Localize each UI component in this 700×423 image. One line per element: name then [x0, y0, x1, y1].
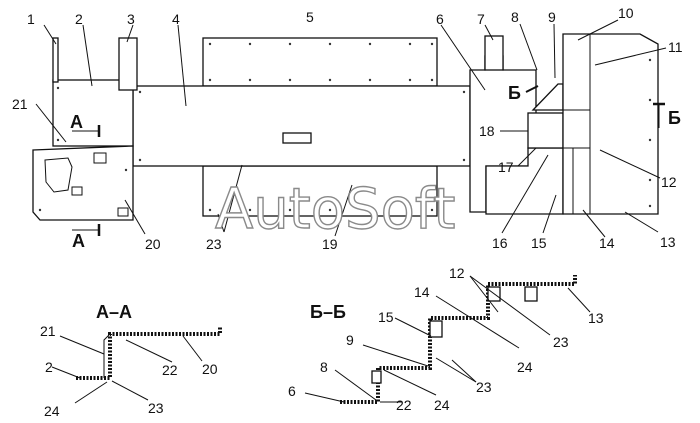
callout-16: 16 [492, 235, 508, 251]
section-bb-label-6: 6 [288, 383, 296, 399]
section-bb-bracket-3 [524, 286, 538, 302]
panel-18 [527, 112, 564, 149]
callout-23: 23 [206, 236, 222, 252]
panel-19 [202, 165, 438, 217]
section-bb-bracket-4 [371, 370, 382, 384]
panel-1 [52, 37, 59, 83]
callout-19: 19 [322, 236, 338, 252]
callout-11: 11 [668, 39, 683, 55]
section-bb-label-15: 15 [378, 309, 394, 325]
section-bb-label-9: 9 [346, 332, 354, 348]
watermark: AutoSoft [215, 177, 456, 242]
section-bb-label-12: 12 [449, 265, 465, 281]
section-bb-label-8: 8 [320, 359, 328, 375]
callout-20: 20 [145, 236, 161, 252]
section-aa-label-2: 2 [45, 359, 53, 375]
callout-18: 18 [479, 123, 495, 139]
plate-window-2 [71, 186, 83, 196]
panel-7 [484, 35, 504, 71]
rivets [38, 42, 652, 212]
callout-13: 13 [660, 234, 676, 250]
section-aa-label-24: 24 [44, 403, 60, 419]
callouts: 1 2 3 4 5 6 7 8 9 10 11 12 13 14 15 16 1… [12, 5, 683, 252]
panel-3 [118, 37, 138, 91]
section-bb-bracket-1 [429, 320, 443, 338]
callout-2: 2 [75, 11, 83, 27]
callout-9: 9 [548, 9, 556, 25]
plate-window-1 [93, 152, 107, 164]
callout-6: 6 [436, 11, 444, 27]
section-bb-label-23a: 23 [553, 334, 569, 350]
panel-13 [562, 33, 659, 215]
section-cut-a [72, 125, 101, 236]
plate-cutout [44, 157, 73, 193]
section-bb-label-23b: 23 [476, 379, 492, 395]
section-aa-inner [103, 333, 111, 378]
callout-3: 3 [127, 11, 135, 27]
panel-4 [132, 85, 471, 167]
callout-10: 10 [618, 5, 634, 21]
panel-20 [32, 145, 134, 221]
section-aa: А–А 21 2 22 20 24 23 [40, 302, 222, 419]
section-bb-title: Б–Б [310, 302, 346, 322]
callout-12: 12 [661, 174, 677, 190]
center-hatch [282, 132, 312, 144]
section-bb-profile [340, 275, 577, 404]
section-aa-label-20: 20 [202, 361, 218, 377]
callout-7: 7 [477, 11, 485, 27]
section-mark-b-right: Б [668, 108, 681, 128]
section-aa-label-21: 21 [40, 323, 56, 339]
section-aa-label-22: 22 [162, 362, 178, 378]
section-bb-label-24a: 24 [517, 359, 533, 375]
section-aa-label-23: 23 [148, 400, 164, 416]
callout-15: 15 [531, 235, 547, 251]
section-bb-label-22: 22 [396, 397, 412, 413]
section-bb: Б–Б 12 14 15 13 23 24 9 8 23 6 22 24 [288, 265, 604, 413]
leader-lines [35, 19, 667, 238]
callout-8: 8 [511, 9, 519, 25]
callout-21: 21 [12, 96, 28, 112]
section-bb-label-13: 13 [588, 310, 604, 326]
section-aa-profile [76, 326, 222, 380]
callout-14: 14 [599, 235, 615, 251]
callout-1: 1 [27, 11, 35, 27]
section-cut-b [525, 85, 665, 128]
section-mark-a-bottom: А [72, 231, 85, 251]
main-plan-view: 1 2 3 4 5 6 7 8 9 10 11 12 13 14 15 16 1… [12, 5, 683, 252]
section-mark-a-top: А [70, 112, 83, 132]
callout-5: 5 [306, 9, 314, 25]
panel-9 [531, 83, 564, 111]
section-bb-label-14: 14 [414, 284, 430, 300]
plate-window-3 [117, 207, 129, 217]
callout-17: 17 [498, 159, 514, 175]
section-bb-label-24b: 24 [434, 397, 450, 413]
section-aa-title: А–А [96, 302, 132, 322]
callout-4: 4 [172, 11, 180, 27]
panel-5 [202, 37, 438, 87]
panel-2 [52, 79, 134, 147]
section-mark-b-left: Б [508, 83, 521, 103]
